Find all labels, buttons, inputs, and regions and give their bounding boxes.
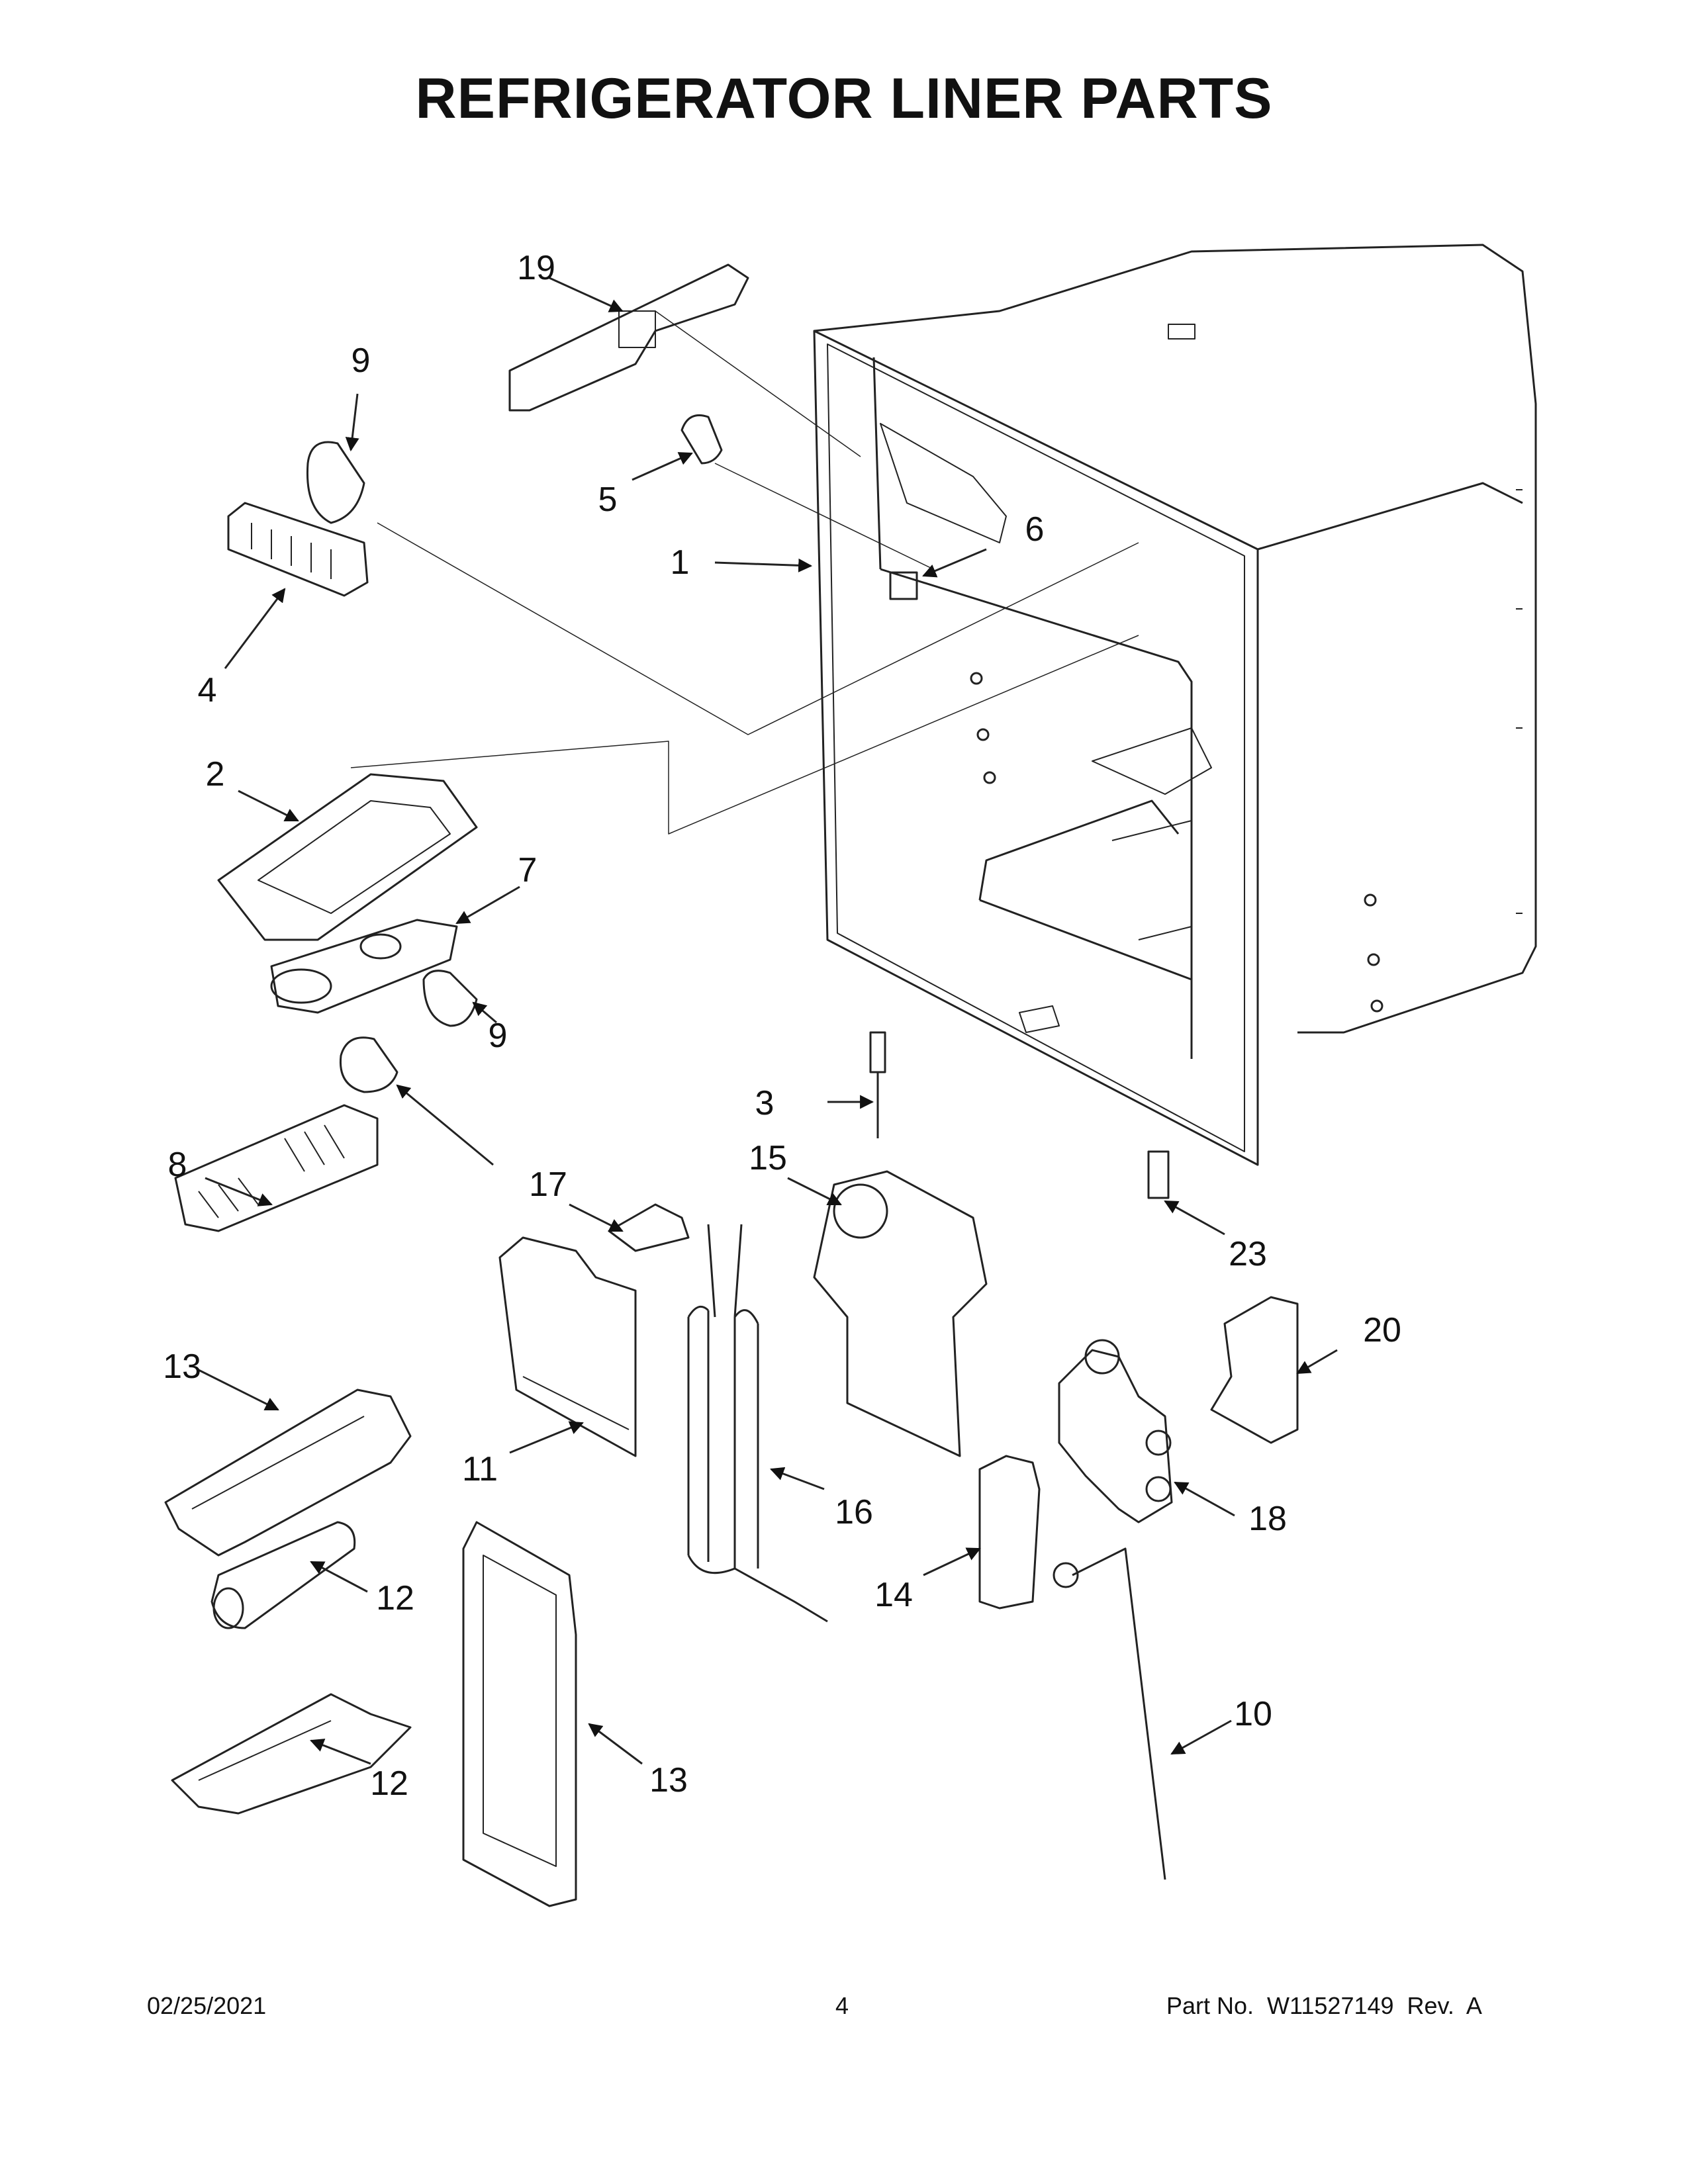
callout-17: 15 <box>749 1139 787 1177</box>
part-2 <box>217 773 478 941</box>
callout-20: 18 <box>1248 1500 1287 1538</box>
callout-11: 11 <box>462 1450 498 1488</box>
part-3 <box>869 1031 886 1138</box>
part-18 <box>687 1224 828 1623</box>
callout-21: 19 <box>517 249 555 287</box>
part-9-right <box>422 970 478 1027</box>
callout-2: 2 <box>205 755 225 794</box>
callout-15: 13 <box>163 1347 201 1386</box>
part-12 <box>171 1693 412 1815</box>
callout-22: 20 <box>1363 1311 1401 1349</box>
part-7 <box>174 1104 379 1232</box>
callout-7: 8 <box>167 1146 187 1184</box>
part-20 <box>1058 1349 1173 1524</box>
callout-10: 10 <box>1234 1695 1272 1733</box>
callout-19: 17 <box>529 1165 567 1204</box>
footer-page-number: 4 <box>835 1992 849 2019</box>
callout-18: 16 <box>835 1493 873 1531</box>
callout-1: 1 <box>670 543 690 582</box>
part-11 <box>498 1236 637 1457</box>
part-23 <box>1147 1150 1170 1199</box>
part-6 <box>889 571 918 600</box>
part-1-liner <box>813 244 1537 1166</box>
callout-12: 12 <box>370 1764 408 1803</box>
part-8 <box>270 919 458 1014</box>
part-10 <box>1053 1547 1166 1880</box>
part-19 <box>608 1203 690 1252</box>
part-9-left <box>339 1036 399 1093</box>
part-13 <box>462 1521 577 1907</box>
callout-8: 7 <box>518 851 538 889</box>
part-9-top <box>306 441 365 524</box>
part-4 <box>227 502 369 597</box>
page-title: REFRIGERATOR LINER PARTS <box>415 67 1273 130</box>
callout-13: 13 <box>649 1761 688 1799</box>
callout-6: 6 <box>1025 510 1045 549</box>
footer-date: 02/25/2021 <box>147 1992 267 2019</box>
part-16 <box>978 1455 1041 1610</box>
part-22 <box>1210 1296 1299 1444</box>
callout-23: 23 <box>1229 1235 1267 1273</box>
callout-5: 5 <box>598 480 618 519</box>
callout-14: 12 <box>376 1579 414 1617</box>
footer-part-number: Part No. W11527149 Rev. A <box>1166 1992 1482 2019</box>
callout-16: 14 <box>874 1576 913 1614</box>
callout-4: 4 <box>197 671 217 709</box>
callout-3: 3 <box>755 1084 774 1122</box>
callout-9-top: 9 <box>351 341 371 380</box>
part-5 <box>680 414 723 465</box>
callout-9-right: 9 <box>488 1017 508 1055</box>
part-14 <box>211 1521 356 1629</box>
part-15 <box>164 1388 412 1557</box>
part-17 <box>813 1170 988 1457</box>
